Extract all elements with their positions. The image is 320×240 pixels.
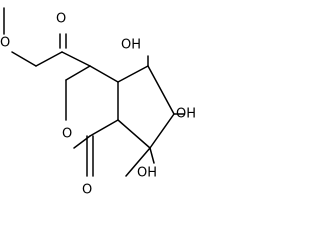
bond-carbonyl-c4: [61, 51, 91, 67]
bond-c5-c6: [147, 65, 175, 115]
atom-o-ring: O: [62, 127, 72, 142]
bond-o-methyl-ring: [11, 51, 37, 67]
bond-c1-c7a: [89, 119, 119, 137]
atom-o-lactone: O: [82, 183, 92, 198]
bond-c4-c3: [65, 65, 91, 81]
bond-c6-c7: [149, 113, 175, 149]
bond-c4a-c5: [117, 65, 149, 83]
bond-c7-methyl: [125, 147, 151, 177]
bond-c7-c7a: [117, 119, 151, 149]
bond-c4-c4a: [89, 65, 119, 83]
atom-oh-bottom: OH: [137, 166, 157, 181]
atom-oh-right: OH: [176, 107, 196, 122]
bond-c7-oh: [149, 147, 155, 164]
atom-o-ester: O: [0, 36, 10, 51]
atom-oh-top: OH: [121, 38, 141, 53]
bond-ester-o-carbonyl: [35, 51, 63, 67]
chemical-structure-diagram: O O O O OH OH OH: [0, 7, 196, 198]
atom-o-carbonyl: O: [56, 12, 66, 27]
